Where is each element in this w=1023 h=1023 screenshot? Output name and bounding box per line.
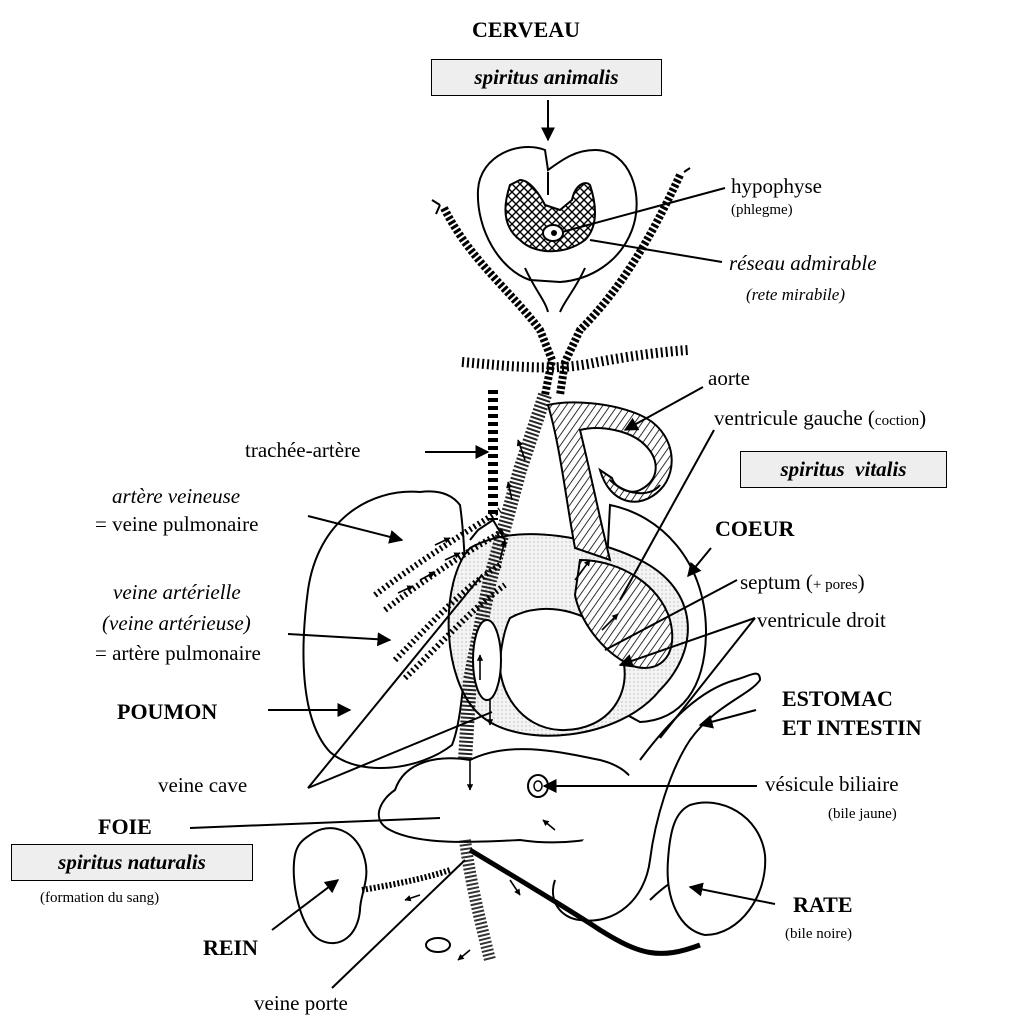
label-vesicule-biliaire: vésicule biliaire: [765, 774, 899, 795]
label-ventricule-gauche-text: ventricule gauche (: [714, 406, 875, 430]
box-spiritus-vitalis: spiritus vitalis: [740, 451, 947, 488]
label-artere-pulmonaire: = artère pulmonaire: [95, 643, 261, 664]
label-coeur: COEUR: [715, 518, 794, 540]
label-spiritus-animalis: spiritus animalis: [474, 65, 618, 89]
label-veine-porte: veine porte: [254, 993, 348, 1014]
label-artere-veineuse: artère veineuse: [112, 486, 240, 507]
label-ventricule-droit: ventricule droit: [757, 610, 886, 631]
label-bile-noire: (bile noire): [785, 927, 852, 942]
label-estomac: ESTOMAC: [782, 688, 893, 710]
label-septum-text: septum (: [740, 570, 813, 594]
kidney: [294, 828, 450, 943]
label-ventricule-gauche: ventricule gauche (coction): [714, 408, 926, 429]
label-veine-pulmonaire: = veine pulmonaire: [95, 514, 258, 535]
label-rein: REIN: [203, 937, 258, 959]
label-phlegme: (phlegme): [731, 203, 793, 218]
label-rete-mirabile: (rete mirabile): [746, 286, 845, 303]
label-poumon: POUMON: [117, 701, 217, 723]
spleen: [668, 802, 766, 935]
label-rate: RATE: [793, 894, 853, 916]
label-septum-close: ): [858, 570, 865, 594]
label-septum: septum (+ pores): [740, 572, 865, 593]
label-foie: FOIE: [98, 816, 152, 838]
label-veine-cave: veine cave: [158, 775, 247, 796]
label-spiritus-naturalis: spiritus naturalis: [58, 850, 206, 874]
label-bile-jaune: (bile jaune): [828, 807, 897, 822]
label-hypophyse: hypophyse: [731, 176, 822, 197]
label-et-intestin: ET INTESTIN: [782, 717, 922, 739]
label-veine-arterieuse: (veine artérieuse): [102, 613, 251, 634]
label-aorte: aorte: [708, 368, 750, 389]
label-veine-arterielle: veine artérielle: [113, 582, 241, 603]
label-formation-du-sang: (formation du sang): [40, 891, 159, 906]
label-reseau-admirable: réseau admirable: [729, 253, 877, 274]
label-cerveau: CERVEAU: [472, 19, 580, 41]
label-spiritus-vitalis: spiritus vitalis: [780, 457, 906, 481]
lung-left: [303, 491, 465, 768]
label-trachee-artere: trachée-artère: [245, 440, 360, 461]
label-pores: + pores: [813, 577, 858, 593]
label-ventricule-gauche-close: ): [919, 406, 926, 430]
label-coction: coction: [875, 413, 919, 429]
box-spiritus-naturalis: spiritus naturalis: [11, 844, 253, 881]
box-spiritus-animalis: spiritus animalis: [431, 59, 662, 96]
